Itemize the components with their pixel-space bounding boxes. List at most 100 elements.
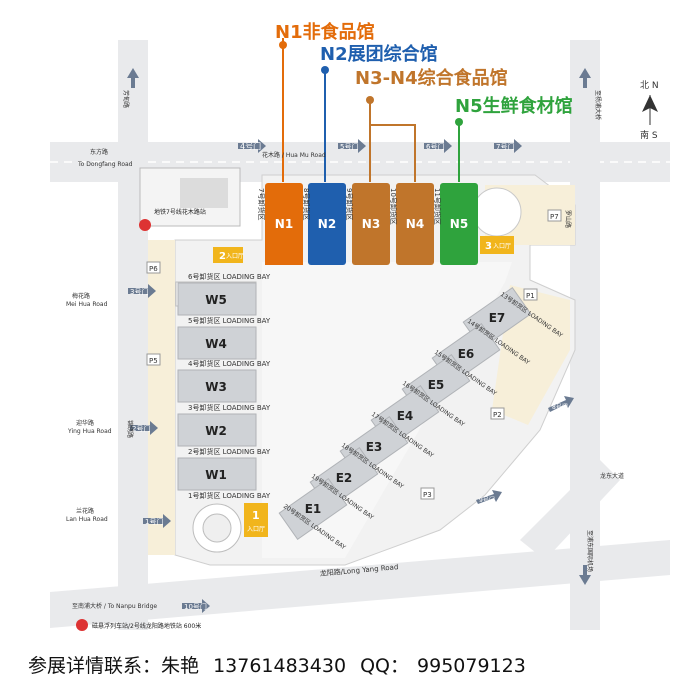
svg-text:锦绣路: 锦绣路 <box>126 420 134 438</box>
svg-text:P3: P3 <box>423 491 432 499</box>
svg-text:2: 2 <box>219 251 226 262</box>
gate-9[interactable]: 9号门 <box>476 490 502 504</box>
entrance-3[interactable]: 3 入口厅 <box>480 236 514 254</box>
svg-text:1: 1 <box>252 509 260 522</box>
svg-text:5号卸货区 LOADING BAY: 5号卸货区 LOADING BAY <box>188 316 271 325</box>
gate-6[interactable]: 6号门 <box>424 139 452 153</box>
contact-footer: 参展详情联系：朱艳 13761483430 QQ： 995079123 <box>28 651 534 678</box>
hall-w2[interactable] <box>177 413 257 447</box>
hall-w3[interactable] <box>177 369 257 403</box>
gate-4[interactable]: 4号门 <box>238 139 266 153</box>
west-road <box>118 40 148 630</box>
svg-text:芳甸路: 芳甸路 <box>122 90 130 108</box>
hall-n1[interactable] <box>265 183 303 265</box>
gate-1[interactable]: 1号门 <box>143 514 171 528</box>
svg-text:10号门: 10号门 <box>184 602 207 611</box>
svg-text:Ying Hua Road: Ying Hua Road <box>67 428 112 435</box>
svg-text:W1: W1 <box>205 468 227 482</box>
south-arrow-right <box>579 565 591 585</box>
svg-text:E5: E5 <box>428 378 445 392</box>
parking-markers: P1 P2 P3 P5 P6 P7 <box>146 209 562 500</box>
svg-text:5号门: 5号门 <box>340 142 358 151</box>
svg-text:P5: P5 <box>149 357 158 365</box>
svg-text:W4: W4 <box>205 337 227 351</box>
svg-text:罗山路: 罗山路 <box>564 210 572 228</box>
svg-text:6号卸货区 LOADING BAY: 6号卸货区 LOADING BAY <box>188 272 271 281</box>
hall-n5-label: N5 <box>450 217 468 231</box>
legend-n3n4: N3-N4综合食品馆 <box>355 67 508 89</box>
svg-text:至浦东国际机场: 至浦东国际机场 <box>586 530 594 572</box>
hall-n3[interactable] <box>352 183 390 265</box>
gate-2[interactable]: 2号门 <box>130 421 158 435</box>
hall-n2[interactable] <box>308 183 346 265</box>
svg-text:1号门: 1号门 <box>145 517 163 526</box>
compass: 北 N 南 S <box>640 80 659 141</box>
svg-text:1号卸货区 LOADING BAY: 1号卸货区 LOADING BAY <box>188 491 271 500</box>
svg-text:南 S: 南 S <box>640 129 658 141</box>
gate-7[interactable]: 7号门 <box>494 139 522 153</box>
hall-n5[interactable] <box>440 183 478 265</box>
svg-text:W2: W2 <box>205 424 227 438</box>
north-arrow-right <box>579 68 591 88</box>
svg-text:E4: E4 <box>397 409 414 423</box>
svg-text:To Dongfang Road: To Dongfang Road <box>77 161 133 168</box>
svg-text:W3: W3 <box>205 380 227 394</box>
svg-text:磁悬浮列车站/2号线龙阳路地铁站 600米: 磁悬浮列车站/2号线龙阳路地铁站 600米 <box>92 622 201 630</box>
svg-text:3号门: 3号门 <box>130 287 148 296</box>
qq-label: QQ： <box>360 655 410 677</box>
svg-text:东方路: 东方路 <box>90 148 108 156</box>
svg-text:P6: P6 <box>149 265 158 273</box>
hall-n3-label: N3 <box>362 217 380 231</box>
hall-n4-label: N4 <box>406 217 424 231</box>
legend-n2: N2展团综合馆 <box>320 43 438 65</box>
svg-text:6号门: 6号门 <box>426 142 444 151</box>
svg-text:E2: E2 <box>336 471 353 485</box>
svg-text:至杨浦大桥: 至杨浦大桥 <box>594 90 602 120</box>
svg-text:11号卸货区: 11号卸货区 <box>433 188 442 225</box>
svg-text:10号卸货区: 10号卸货区 <box>389 188 398 225</box>
svg-text:Lan Hua Road: Lan Hua Road <box>66 516 108 523</box>
svg-text:花木路 / Hua Mu Road: 花木路 / Hua Mu Road <box>262 151 326 159</box>
entrance-2[interactable]: 2 入口厅 <box>213 247 244 263</box>
svg-text:E1: E1 <box>305 502 322 516</box>
svg-text:2号卸货区 LOADING BAY: 2号卸货区 LOADING BAY <box>188 447 271 456</box>
svg-text:4号门: 4号门 <box>240 141 261 151</box>
hall-w1[interactable] <box>177 457 257 491</box>
svg-text:E7: E7 <box>489 311 506 325</box>
qq-number[interactable]: 995079123 <box>417 655 526 677</box>
north-halls: N1 N2 N3 N4 N5 7号卸货区 8号卸货区 9号卸货区 10号卸货区 … <box>257 183 478 265</box>
gate-10[interactable]: 10号门 <box>182 599 210 613</box>
svg-text:W5: W5 <box>205 293 227 307</box>
svg-text:北 N: 北 N <box>640 80 659 91</box>
gate-3[interactable]: 3号门 <box>128 284 156 298</box>
svg-text:迎华路: 迎华路 <box>76 419 94 427</box>
entrance-1[interactable]: 1 入口厅 <box>244 503 268 537</box>
svg-text:P7: P7 <box>550 213 559 221</box>
hall-e1[interactable] <box>278 477 348 541</box>
gate-5[interactable]: 5号门 <box>338 139 366 153</box>
hall-w4[interactable] <box>177 326 257 360</box>
svg-text:7号卸货区: 7号卸货区 <box>257 188 266 220</box>
hall-n2-label: N2 <box>318 217 336 231</box>
gate-8[interactable]: 8号门 <box>548 396 574 412</box>
svg-text:至南浦大桥 / To Nanpu Bridge: 至南浦大桥 / To Nanpu Bridge <box>72 602 157 610</box>
svg-text:Mei Hua Road: Mei Hua Road <box>66 301 108 308</box>
svg-text:3: 3 <box>485 241 492 252</box>
contact-phone[interactable]: 13761483430 <box>213 655 347 677</box>
svg-text:P1: P1 <box>526 292 535 300</box>
north-arrow-left <box>127 68 139 88</box>
svg-text:7号门: 7号门 <box>496 142 514 151</box>
legend-n1: N1非食品馆 <box>275 21 375 43</box>
legend-n5: N5生鲜食材馆 <box>455 95 573 117</box>
contact-label: 参展详情联系：朱艳 <box>28 655 200 677</box>
svg-text:入口厅: 入口厅 <box>247 526 265 533</box>
hall-w5[interactable] <box>177 282 257 316</box>
svg-text:入口厅: 入口厅 <box>493 243 511 250</box>
svg-text:地铁7号线花木路站: 地铁7号线花木路站 <box>154 208 206 216</box>
svg-text:入口厅: 入口厅 <box>226 253 244 260</box>
hall-n1-label: N1 <box>275 217 293 231</box>
metro-labels: 地铁7号线花木路站 磁悬浮列车站/2号线龙阳路地铁站 600米 <box>76 208 206 631</box>
hall-n4[interactable] <box>396 183 434 265</box>
svg-text:9号卸货区: 9号卸货区 <box>345 188 354 220</box>
